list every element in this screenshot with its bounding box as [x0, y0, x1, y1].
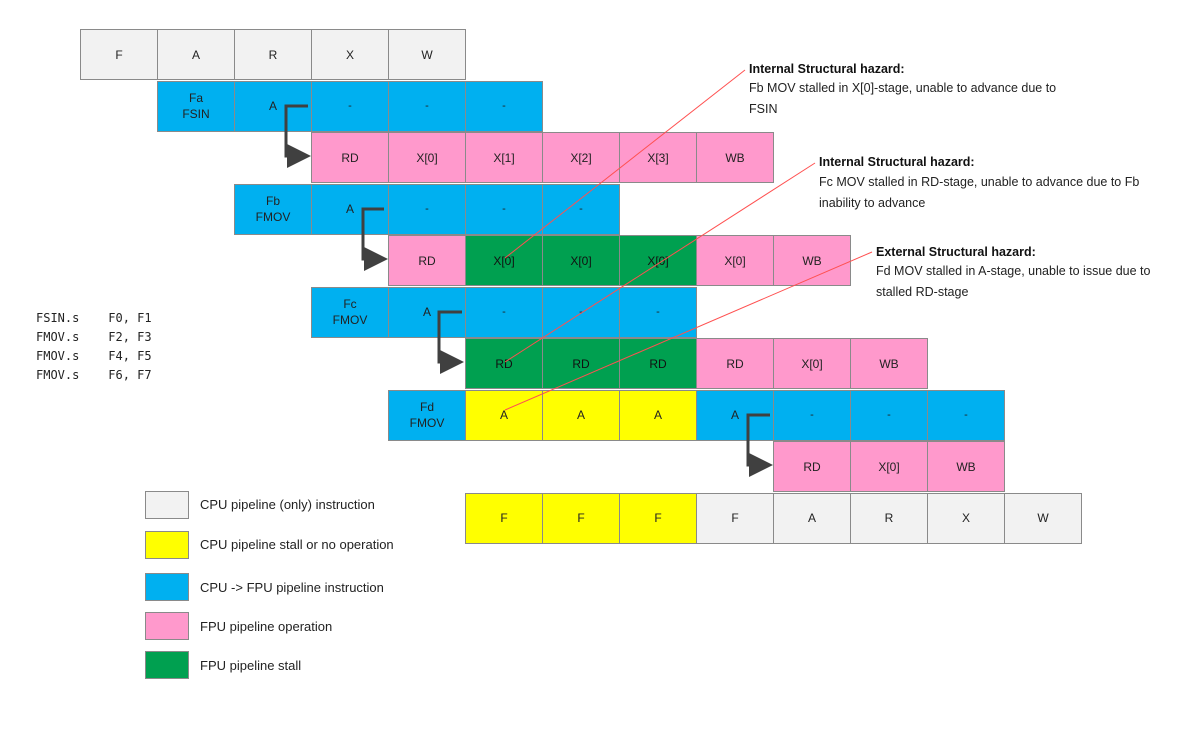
- fa-issue-row-cell-1: A: [234, 80, 312, 132]
- fc-issue-row-cell-3: -: [542, 286, 620, 338]
- fb-fpu-row-cell-5: WB: [773, 235, 851, 286]
- fc-issue-row-cell-4: -: [619, 286, 697, 338]
- fb-fpu-row-cell-2: X[0]: [542, 235, 620, 286]
- fc-fpu-row-cell-3: RD: [696, 338, 774, 389]
- legend-swatch-cpu-only: [145, 491, 189, 519]
- fa-fpu-row-cell-2: X[1]: [465, 132, 543, 183]
- fb-issue-row-cell-3: -: [465, 183, 543, 235]
- fa-issue-row-cell-2: -: [311, 80, 389, 132]
- legend-label-stall: CPU pipeline stall or no operation: [200, 537, 394, 552]
- fa-fpu-row-cell-5: WB: [696, 132, 774, 183]
- fd-fpu-row-cell-2: WB: [927, 441, 1005, 492]
- fd-fpu-row-cell-0: RD: [773, 441, 851, 492]
- annotation-1-body: Fb MOV stalled in X[0]-stage, unable to …: [749, 81, 1057, 116]
- fc-fpu-row-cell-1: RD: [542, 338, 620, 389]
- fa-issue-row-cell-4: -: [465, 80, 543, 132]
- cpu-row-bottom-cell-7: W: [1004, 492, 1082, 544]
- fc-fpu-row-cell-5: WB: [850, 338, 928, 389]
- annotation-2-title: Internal Structural hazard:: [819, 155, 975, 169]
- cpu-row-bottom-cell-6: X: [927, 492, 1005, 544]
- code-line-fmov-1: FMOV.s F2, F3: [36, 330, 152, 344]
- fa-fpu-row-cell-1: X[0]: [388, 132, 466, 183]
- legend-swatch-stall: [145, 531, 189, 559]
- legend-swatch-fpu-stall: [145, 651, 189, 679]
- cpu-row-bottom-cell-3: F: [696, 492, 774, 544]
- cpu-row-top-cell-4: W: [388, 29, 466, 80]
- fd-fpu-row-cell-1: X[0]: [850, 441, 928, 492]
- code-line-fsin: FSIN.s F0, F1: [36, 311, 152, 325]
- fa-fpu-row-cell-0: RD: [311, 132, 389, 183]
- cpu-row-top-cell-3: X: [311, 29, 389, 80]
- fc-issue-row-cell-1: A: [388, 286, 466, 338]
- fb-fpu-row-cell-0: RD: [388, 235, 466, 286]
- cpu-row-top-cell-1: A: [157, 29, 235, 80]
- fb-fpu-row-cell-4: X[0]: [696, 235, 774, 286]
- fb-fpu-row-cell-3: X[0]: [619, 235, 697, 286]
- cpu-row-bottom-cell-4: A: [773, 492, 851, 544]
- fd-issue-row-cell-6: -: [850, 389, 928, 441]
- cpu-row-bottom-cell-5: R: [850, 492, 928, 544]
- fc-fpu-row-cell-4: X[0]: [773, 338, 851, 389]
- fc-issue-row-cell-2: -: [465, 286, 543, 338]
- legend-label-fpu-stall: FPU pipeline stall: [200, 658, 302, 673]
- fa-issue-row-cell-3: -: [388, 80, 466, 132]
- cpu-row-bottom-cell-0: F: [465, 492, 543, 544]
- fa-fpu-row-cell-3: X[2]: [542, 132, 620, 183]
- fd-issue-row-cell-5: -: [773, 389, 851, 441]
- fd-issue-row-cell-1: A: [465, 389, 543, 441]
- fa-fpu-row-cell-4: X[3]: [619, 132, 697, 183]
- cpu-row-bottom-cell-2: F: [619, 492, 697, 544]
- fc-fpu-row-cell-0: RD: [465, 338, 543, 389]
- annotation-1-title: Internal Structural hazard:: [749, 62, 905, 76]
- fd-issue-row-cell-3: A: [619, 389, 697, 441]
- annotation-3-title: External Structural hazard:: [876, 245, 1036, 259]
- annotation-2-body: Fc MOV stalled in RD-stage, unable to ad…: [819, 175, 1140, 210]
- cpu-row-top-cell-0: F: [80, 29, 158, 80]
- cpu-row-bottom-cell-1: F: [542, 492, 620, 544]
- annotation-3-body: Fd MOV stalled in A-stage, unable to iss…: [876, 264, 1151, 299]
- legend-label-cpu-only: CPU pipeline (only) instruction: [200, 497, 375, 512]
- fb-issue-row-cell-2: -: [388, 183, 466, 235]
- fc-fpu-row-cell-2: RD: [619, 338, 697, 389]
- fb-issue-row-cell-1: A: [311, 183, 389, 235]
- legend-swatch-fpu-op: [145, 612, 189, 640]
- legend-swatch-cpu-fpu: [145, 573, 189, 601]
- cpu-row-top-cell-2: R: [234, 29, 312, 80]
- legend-label-fpu-op: FPU pipeline operation: [200, 619, 333, 634]
- code-line-fmov-2: FMOV.s F4, F5: [36, 349, 152, 363]
- fd-issue-row-cell-4: A: [696, 389, 774, 441]
- code-line-fmov-3: FMOV.s F6, F7: [36, 368, 152, 382]
- fd-issue-row-cell-7: -: [927, 389, 1005, 441]
- fd-issue-row-cell-2: A: [542, 389, 620, 441]
- fb-issue-row-cell-4: -: [542, 183, 620, 235]
- legend-label-cpu-fpu: CPU -> FPU pipeline instruction: [200, 580, 384, 595]
- fb-fpu-row-cell-1: X[0]: [465, 235, 543, 286]
